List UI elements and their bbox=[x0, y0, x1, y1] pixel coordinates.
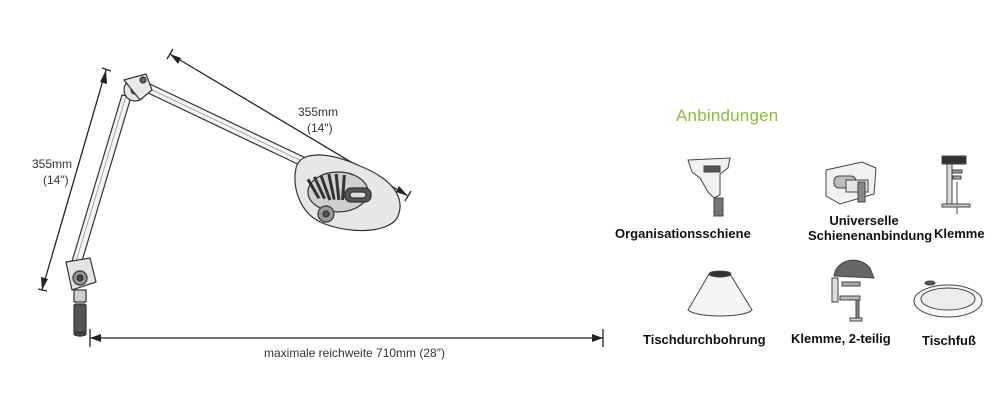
section-title: Anbindungen bbox=[676, 106, 779, 125]
option-label-organisationsschiene: Organisationsschiene bbox=[615, 226, 751, 241]
option-label-line2: Schienenanbindung bbox=[808, 228, 933, 243]
reach-dimension bbox=[89, 329, 604, 347]
table-base-icon bbox=[913, 280, 983, 318]
option-label-line1: Universelle bbox=[829, 213, 899, 228]
option-label-tischdurchbohrung: Tischdurchbohrung bbox=[643, 332, 766, 347]
universal-rail-mount-icon bbox=[825, 161, 877, 205]
option-label-klemme-2-teilig: Klemme, 2-teilig bbox=[791, 331, 891, 346]
upper-arm-inch-label: (14") bbox=[307, 121, 333, 135]
lamp-arm-illustration bbox=[65, 73, 401, 337]
lower-arm-mm-label: 355mm bbox=[32, 157, 72, 171]
option-label-tischfuss: Tischfuß bbox=[922, 333, 976, 348]
lower-arm-dimension bbox=[37, 67, 112, 292]
reach-label: maximale reichweite 710mm (28″) bbox=[264, 346, 445, 360]
option-label-klemme: Klemme bbox=[934, 226, 985, 241]
two-part-clamp-icon bbox=[831, 259, 875, 322]
upper-arm-mm-label: 355mm bbox=[298, 105, 338, 119]
clamp-icon bbox=[941, 155, 971, 214]
desk-grommet-icon bbox=[687, 270, 753, 317]
organizer-rail-icon bbox=[687, 157, 731, 217]
option-label-universelle-schienenanbindung: Universelle Schienenanbindung bbox=[808, 213, 933, 243]
lower-arm-inch-label: (14") bbox=[43, 173, 69, 187]
